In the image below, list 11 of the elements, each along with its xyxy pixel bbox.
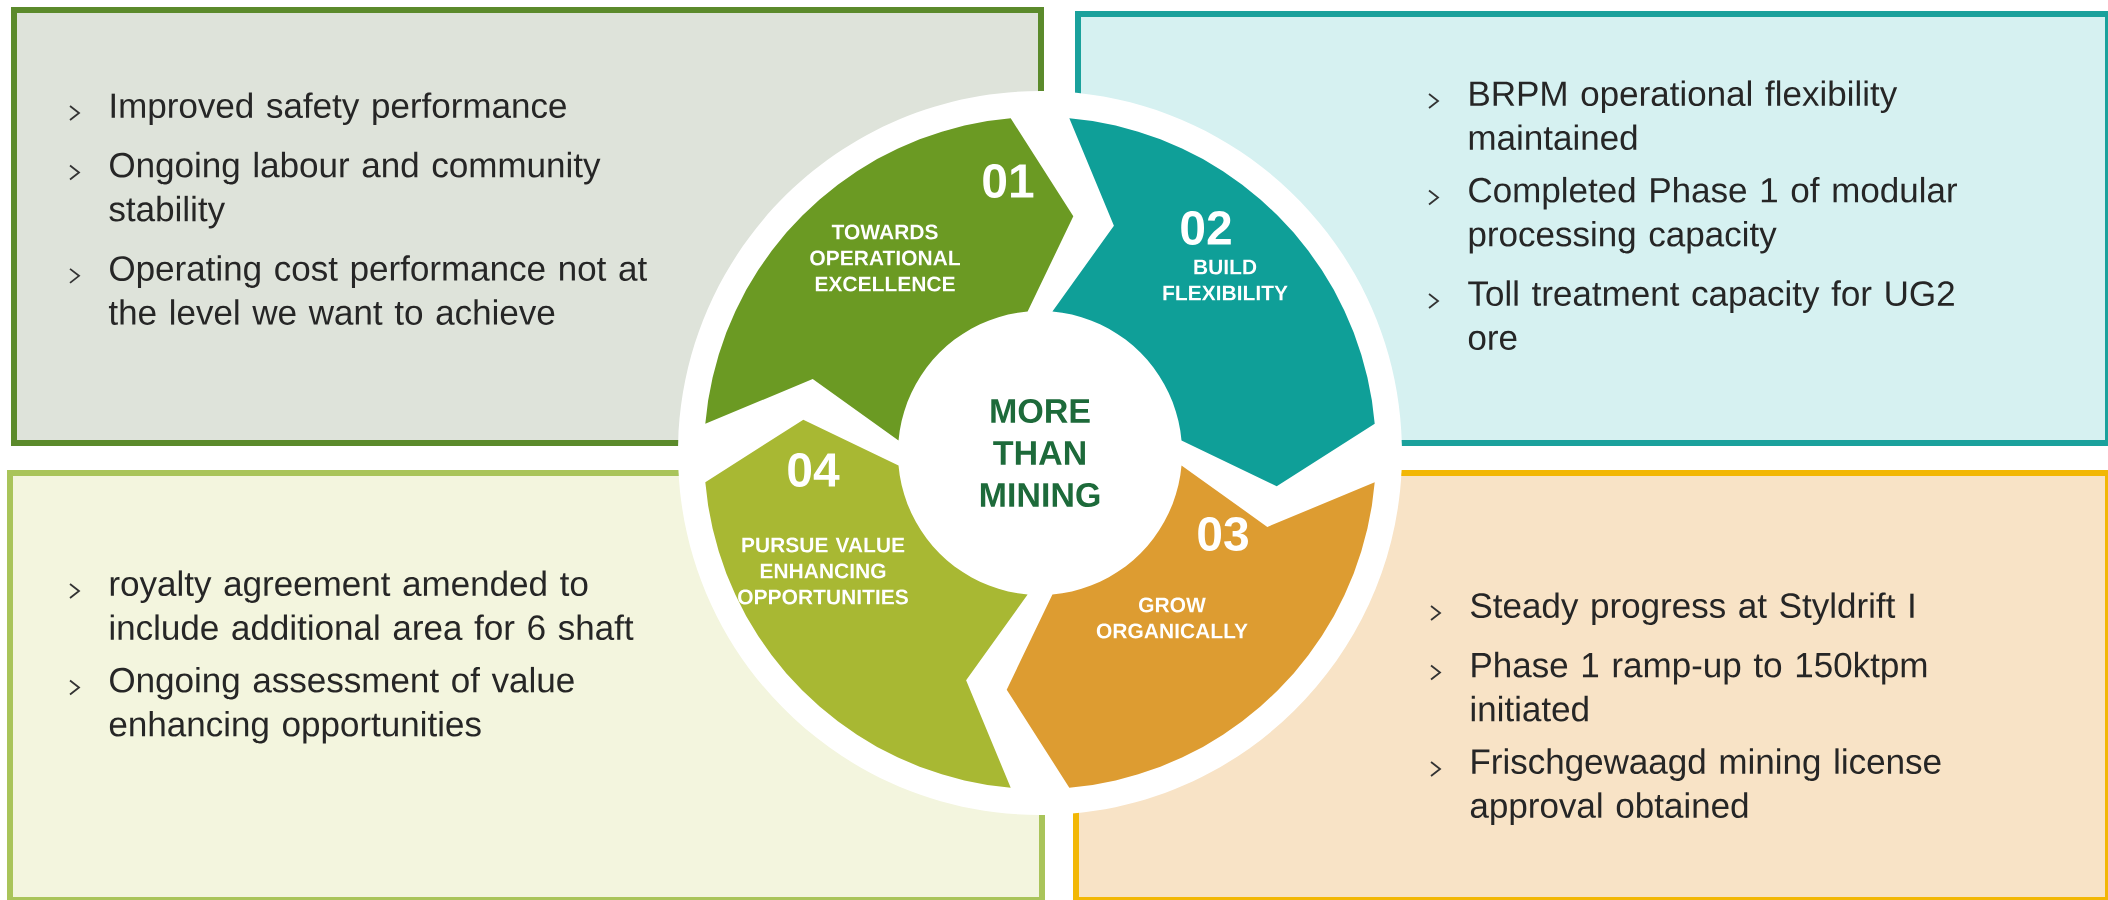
list-item: Ongoing labour and community stability: [109, 151, 601, 229]
list-item: Phase 1 ramp-up to 150ktpm initiated: [1471, 651, 1927, 722]
list-item: Completed Phase 1 of modular processing capacity: [1469, 176, 1957, 254]
list-item: Improved safety performance: [111, 92, 566, 126]
list-item: Operating cost performance not at the level we want to achieve: [108, 255, 647, 325]
list-item: Ongoing assessment of value enhancing opportunities: [109, 666, 574, 744]
list-item: BRPM operational flexibility maintained: [1469, 80, 1898, 151]
list-item: Steady progress at Styldrift I: [1471, 592, 1914, 626]
list-item: Toll treatment capacity for UG2 ore: [1468, 280, 1954, 351]
list-item: Frischgewaagd mining license approval obtained: [1470, 748, 1941, 825]
list-item: royalty agreement amended to include additional area for 6 shaft: [110, 570, 634, 641]
